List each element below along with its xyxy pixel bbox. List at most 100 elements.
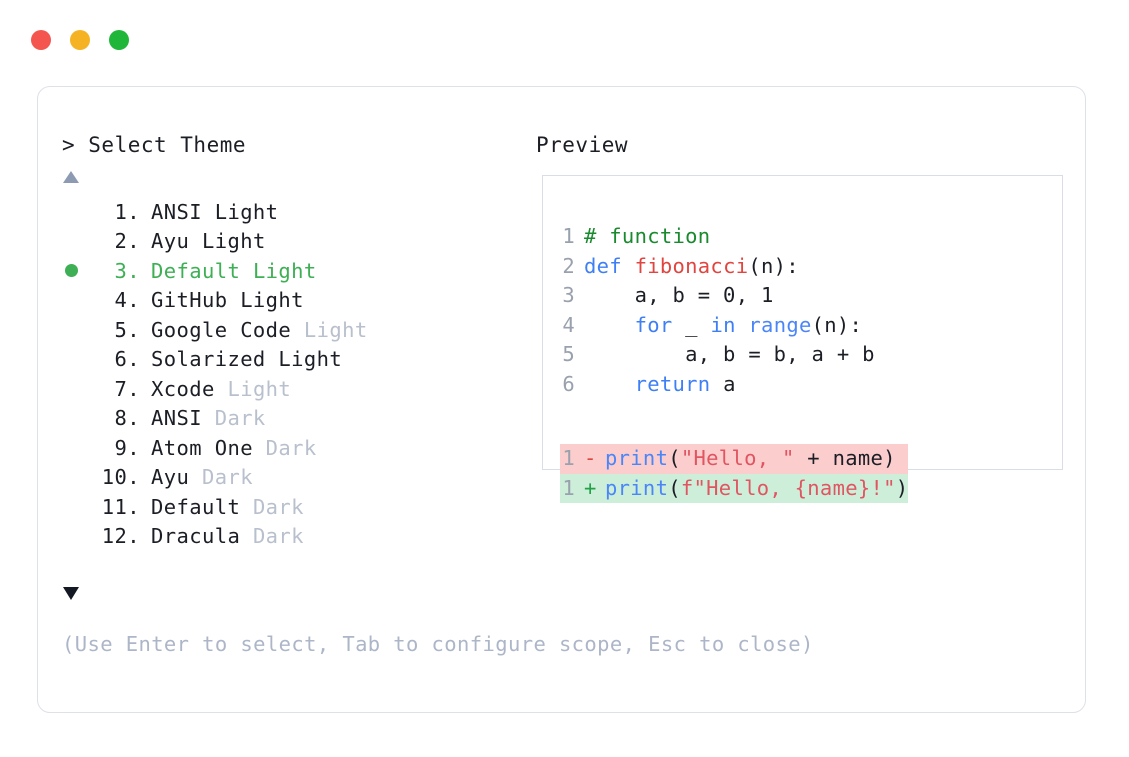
- line-number: 5: [562, 342, 575, 366]
- diff-line-minus: 1-print("Hello, " + name): [560, 444, 909, 474]
- theme-item-variant: Light: [201, 199, 279, 224]
- code-line: 1 # function: [560, 222, 875, 252]
- theme-item-variant: Dark: [189, 465, 253, 490]
- code-token: a: [710, 371, 736, 396]
- theme-item-name: ANSI: [151, 406, 202, 431]
- theme-item-name: GitHub: [151, 288, 228, 313]
- theme-list-item[interactable]: 9.Atom One Dark: [62, 433, 522, 463]
- code-token: [736, 313, 749, 337]
- code-line: 3 a, b = 0, 1: [560, 281, 875, 311]
- theme-list-item[interactable]: 7. Xcode Light: [62, 374, 522, 404]
- code-token: return: [634, 371, 711, 396]
- theme-item-number: 4.: [114, 288, 140, 313]
- theme-list-item[interactable]: 1. ANSI Light: [62, 197, 522, 227]
- diff-sign: -: [584, 446, 597, 470]
- code-token: (: [668, 475, 681, 500]
- code-token: [584, 372, 635, 396]
- theme-item-name: Solarized: [151, 347, 266, 372]
- code-token: print: [605, 446, 669, 470]
- line-number: 4: [562, 312, 575, 337]
- code-token: _: [672, 312, 711, 337]
- theme-list-item[interactable]: 3.Default Light: [62, 256, 522, 286]
- code-token: + name): [794, 446, 896, 470]
- code-token: (n):: [811, 312, 863, 337]
- code-token: (n):: [748, 253, 799, 278]
- theme-list-item[interactable]: 5. Google Code Light: [62, 315, 522, 345]
- theme-item-name: Ayu: [151, 465, 190, 490]
- code-token: f"Hello, {name}!": [680, 475, 896, 500]
- theme-item-number: 2.: [114, 229, 140, 254]
- diff-line-plus: 1 + print(f"Hello, {name}!"): [560, 473, 909, 504]
- code-line: 4 for _ in range(n):: [560, 311, 875, 341]
- line-number: 2: [562, 253, 575, 278]
- selected-bullet-icon: [65, 264, 78, 278]
- theme-item-number: 12.: [101, 524, 140, 549]
- diff-text: print("Hello, " + name): [605, 444, 896, 474]
- code-token: # function: [584, 224, 711, 248]
- window-controls: [31, 30, 129, 50]
- diff-block: 1-print("Hello, " + name)1+print(f"Hello…: [560, 444, 909, 504]
- theme-item-variant: Dark: [201, 406, 266, 431]
- theme-item-variant: Light: [189, 229, 266, 254]
- theme-item-name: Ayu: [151, 229, 190, 254]
- theme-item-number: 6.: [114, 347, 140, 372]
- theme-item-number: 8.: [114, 406, 140, 431]
- theme-item-name: Default: [151, 258, 241, 283]
- code-token: for: [634, 312, 673, 337]
- maximize-button[interactable]: [109, 30, 129, 50]
- theme-item-number: 5.: [114, 317, 140, 342]
- theme-item-number: 7.: [114, 376, 140, 401]
- theme-item-name: Google Code: [151, 317, 292, 342]
- theme-list-item[interactable]: 12.Dracula Dark: [62, 522, 522, 552]
- code-token: "Hello, ": [680, 446, 795, 470]
- close-button[interactable]: [31, 30, 51, 50]
- code-text: def fibonacci(n):: [584, 252, 799, 282]
- code-token: (: [668, 446, 681, 470]
- minimize-button[interactable]: [70, 30, 90, 50]
- theme-item-number: 9.: [114, 435, 140, 460]
- diff-text: print(f"Hello, {name}!"): [605, 474, 908, 504]
- theme-list-item[interactable]: 4.GitHub Light: [62, 286, 522, 316]
- code-text: # function: [584, 222, 710, 252]
- theme-item-name: Xcode: [151, 376, 215, 401]
- theme-item-variant: Dark: [240, 524, 304, 549]
- diff-sign: +: [584, 475, 597, 500]
- code-text: a, b = b, a + b: [584, 340, 875, 370]
- theme-list: 1. ANSI Light 2. Ayu Light 3. Default Light 4.…: [62, 197, 522, 551]
- code-line: 6 return a: [560, 370, 875, 400]
- code-token: def: [584, 253, 635, 278]
- code-text: a, b = 0, 1: [584, 281, 774, 311]
- code-text: return a: [584, 370, 736, 400]
- theme-item-number: 1.: [114, 199, 140, 224]
- scroll-up-arrow-icon[interactable]: [63, 171, 79, 183]
- code-line: 2 def fibonacci(n):: [560, 252, 875, 282]
- theme-item-number: 11.: [101, 494, 140, 519]
- code-token: a, b = 0, 1: [584, 283, 774, 307]
- theme-item-name: ANSI: [151, 199, 202, 224]
- diff-line-number: 1: [562, 446, 575, 470]
- theme-item-variant: Light: [291, 317, 368, 342]
- theme-list-item[interactable]: 6. Solarized Light: [62, 345, 522, 375]
- theme-list-item[interactable]: 2. Ayu Light: [62, 227, 522, 257]
- line-number: 1: [562, 224, 575, 248]
- scroll-down-arrow-icon[interactable]: [63, 587, 79, 600]
- code-token: a, b = b, a + b: [584, 342, 875, 366]
- theme-item-variant: Light: [265, 347, 343, 372]
- diff-line-number: 1: [562, 475, 575, 500]
- preview-label: Preview: [536, 133, 629, 157]
- prompt-label: > Select Theme: [62, 133, 247, 157]
- theme-list-item[interactable]: 11.Default Dark: [62, 492, 522, 522]
- code-token: print: [605, 475, 669, 500]
- keyboard-hint: (Use Enter to select, Tab to configure s…: [62, 632, 814, 656]
- theme-item-variant: Light: [214, 376, 292, 401]
- theme-item-number: 10.: [101, 465, 140, 490]
- theme-picker-card: > Select Theme Preview 1. ANSI Light 2. Ayu…: [37, 86, 1086, 713]
- theme-item-number: 3.: [114, 258, 140, 283]
- code-token: in: [710, 312, 736, 337]
- theme-list-item[interactable]: 10. Ayu Dark: [62, 463, 522, 493]
- theme-item-variant: Dark: [252, 435, 317, 460]
- code-token: fibonacci: [634, 253, 749, 278]
- theme-list-item[interactable]: 8. ANSI Dark: [62, 404, 522, 434]
